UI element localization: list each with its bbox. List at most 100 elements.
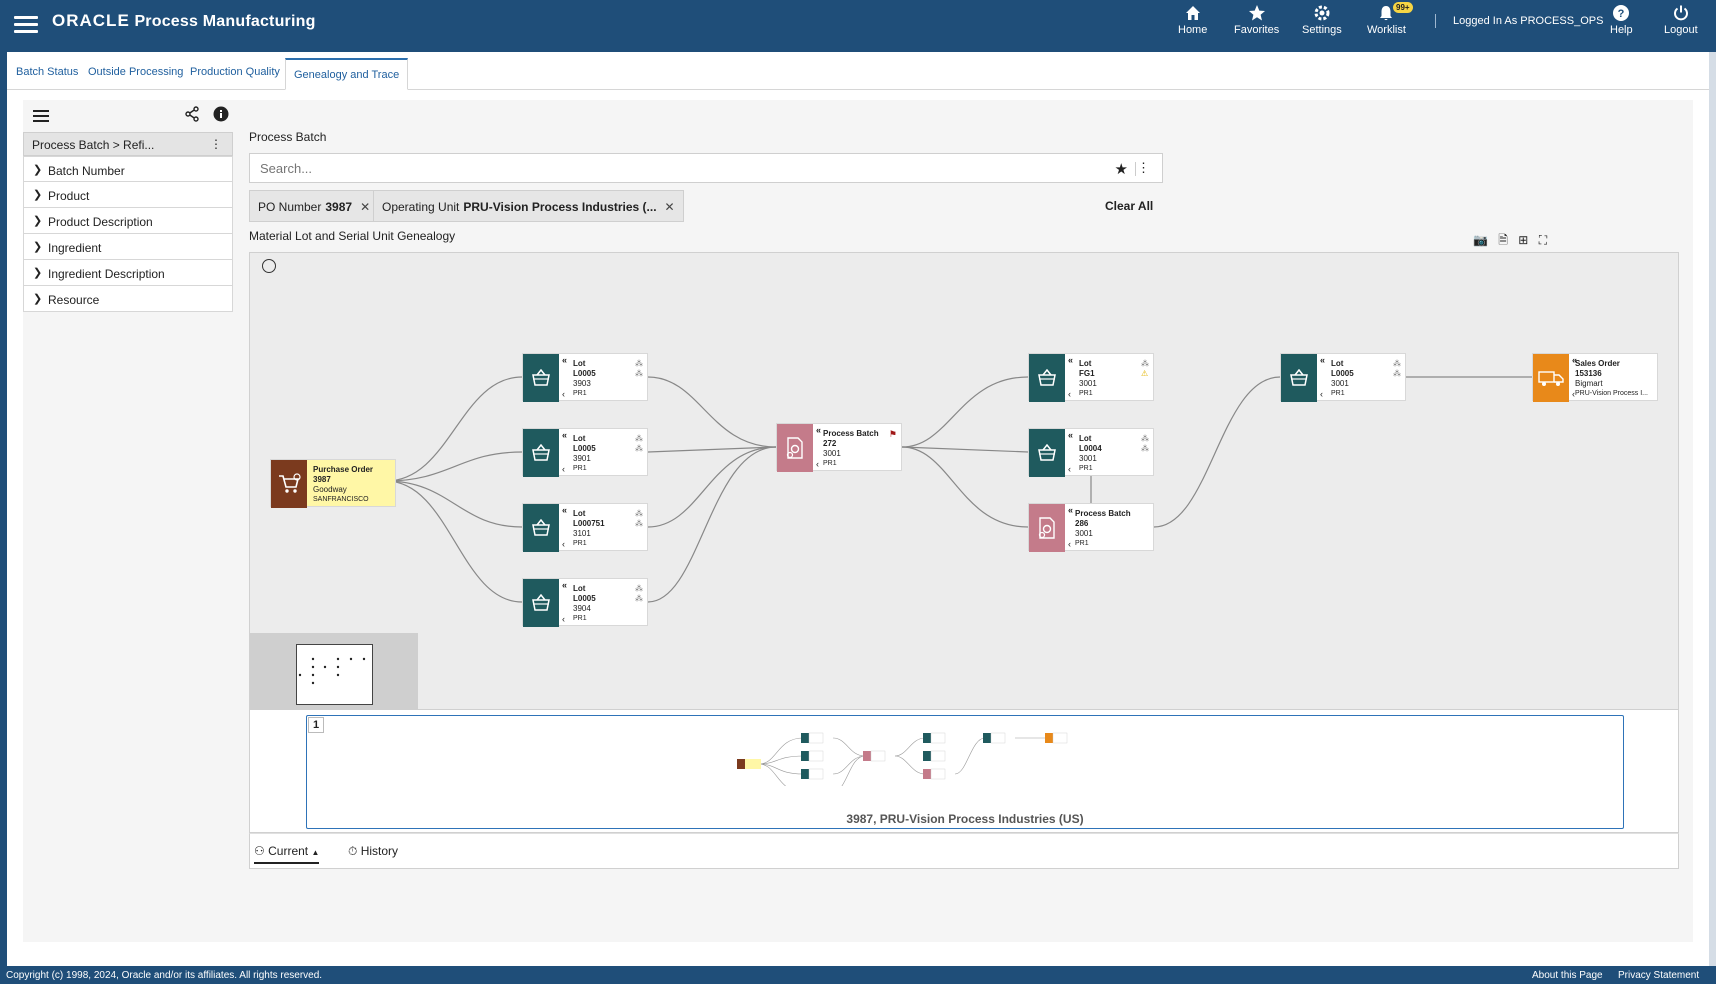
node-line3: 3001	[823, 449, 841, 458]
facet-resource[interactable]: ❯Resource	[23, 286, 233, 312]
camera-icon[interactable]: 📷	[1473, 233, 1488, 247]
collapse-icon[interactable]: «	[1068, 505, 1074, 515]
collapse-icon[interactable]: «	[1068, 430, 1074, 440]
collapse-icon[interactable]: «	[562, 580, 568, 590]
facet-batch-number[interactable]: ❯Batch Number	[23, 156, 233, 182]
hierarchy-icon[interactable]: ⁂⁂	[635, 509, 643, 528]
tab-production-quality[interactable]: Production Quality	[190, 66, 280, 78]
flag-icon: ⚑	[888, 429, 897, 439]
breadcrumb-kebab-icon[interactable]: ⋮	[210, 137, 222, 151]
expand-left-icon[interactable]: ‹	[562, 539, 565, 549]
expand-left-icon[interactable]: ‹	[1572, 389, 1575, 399]
worklist-badge: 99+	[1393, 2, 1413, 13]
share-icon[interactable]	[184, 106, 200, 122]
hierarchy-icon[interactable]: ⁂⁂	[1393, 359, 1401, 378]
home-button[interactable]: Home	[1178, 4, 1207, 36]
expand-left-icon[interactable]: ‹	[562, 389, 565, 399]
star-icon	[1248, 5, 1265, 21]
hierarchy-icon[interactable]: ⁂⁂	[635, 434, 643, 453]
collapse-icon[interactable]: «	[562, 430, 568, 440]
clear-all-button[interactable]: Clear All	[1105, 199, 1154, 213]
collapse-icon[interactable]: «	[562, 355, 568, 365]
card-number: 1	[308, 717, 324, 733]
facet-ingredient[interactable]: ❯Ingredient	[23, 234, 233, 260]
genealogy-card[interactable]: 1	[306, 715, 1624, 829]
basket-icon	[523, 579, 559, 627]
info-icon[interactable]	[213, 106, 229, 122]
tab-current[interactable]: ⚇ Current ▲	[254, 844, 320, 864]
remove-chip-icon[interactable]: ✕	[664, 200, 675, 214]
settings-button[interactable]: Settings	[1302, 4, 1342, 36]
expand-left-icon[interactable]: ‹	[1320, 389, 1323, 399]
search-options-icon[interactable]: ⋮	[1137, 160, 1150, 175]
privacy-statement-link[interactable]: Privacy Statement	[1618, 970, 1700, 981]
node-purchase-order[interactable]: Purchase Order 3987 Goodway SANFRANCISCO	[270, 459, 396, 508]
hierarchy-icon[interactable]: ⁂⁂	[635, 584, 643, 603]
collapse-icon[interactable]: «	[1068, 355, 1074, 365]
logout-button[interactable]: Logout	[1664, 4, 1698, 36]
facet-product-description[interactable]: ❯Product Description	[23, 208, 233, 234]
graph-overview[interactable]	[250, 633, 418, 711]
node-line3: 3001	[1075, 529, 1093, 538]
help-icon: ?	[1613, 5, 1630, 21]
favorites-label: Favorites	[1234, 24, 1280, 36]
expand-left-icon[interactable]: ‹	[816, 459, 819, 469]
basket-icon	[523, 354, 559, 402]
tab-batch-status[interactable]: Batch Status	[16, 66, 79, 78]
collapse-icon[interactable]: «	[1320, 355, 1326, 365]
tab-outside-processing[interactable]: Outside Processing	[88, 66, 184, 78]
node-line3: 3903	[573, 379, 591, 388]
search-input[interactable]	[260, 161, 1080, 176]
expand-left-icon[interactable]: ‹	[1068, 539, 1071, 549]
expand-left-icon[interactable]: ‹	[1068, 464, 1071, 474]
facet-ingredient-description[interactable]: ❯Ingredient Description	[23, 260, 233, 286]
facet-product[interactable]: ❯Product	[23, 182, 233, 208]
tab-history[interactable]: ⏱ History	[348, 844, 398, 859]
about-page-link[interactable]: About this Page	[1532, 970, 1603, 981]
help-label: Help	[1610, 24, 1633, 36]
panel-menu-icon[interactable]	[33, 107, 49, 125]
favorites-button[interactable]: Favorites	[1234, 4, 1279, 36]
hierarchy-icon[interactable]: ⁂⚠	[1141, 359, 1149, 378]
node-type: Lot	[573, 359, 586, 368]
export-icon[interactable]: 🗎	[1498, 233, 1508, 247]
node-line4: PR1	[1079, 390, 1093, 397]
collapse-icon[interactable]: «	[562, 505, 568, 515]
worklist-button[interactable]: 99+ Worklist	[1367, 2, 1413, 36]
node-line4: PR1	[1331, 390, 1345, 397]
pause-icon[interactable]	[262, 259, 276, 273]
tab-genealogy-and-trace[interactable]: Genealogy and Trace	[285, 58, 409, 90]
help-button[interactable]: ? Help	[1610, 4, 1633, 36]
node-type: Process Batch	[1075, 509, 1131, 518]
navigator-menu-icon[interactable]	[14, 12, 38, 36]
fullscreen-icon[interactable]: ⛶	[1538, 233, 1548, 247]
overview-viewport[interactable]	[296, 644, 373, 705]
hierarchy-icon[interactable]: ⁂⁂	[1141, 434, 1149, 453]
collapse-icon[interactable]: «	[1572, 355, 1578, 365]
expand-left-icon[interactable]: ‹	[562, 614, 565, 624]
vertical-scrollbar[interactable]	[1709, 52, 1716, 966]
favorite-search-icon[interactable]: ★	[1114, 161, 1128, 178]
layout-icon[interactable]: ⊞	[1518, 233, 1529, 247]
expand-left-icon[interactable]: ‹	[1068, 389, 1071, 399]
expand-left-icon[interactable]: ‹	[562, 464, 565, 474]
collapse-icon[interactable]: «	[816, 425, 822, 435]
logout-label: Logout	[1664, 24, 1698, 36]
settings-label: Settings	[1302, 24, 1342, 36]
hierarchy-icon[interactable]: ⁂⁂	[635, 359, 643, 378]
remove-chip-icon[interactable]: ✕	[360, 200, 371, 214]
breadcrumb[interactable]: Process Batch > Refi... ⋮	[23, 132, 233, 156]
node-line4: PR1	[573, 465, 587, 472]
